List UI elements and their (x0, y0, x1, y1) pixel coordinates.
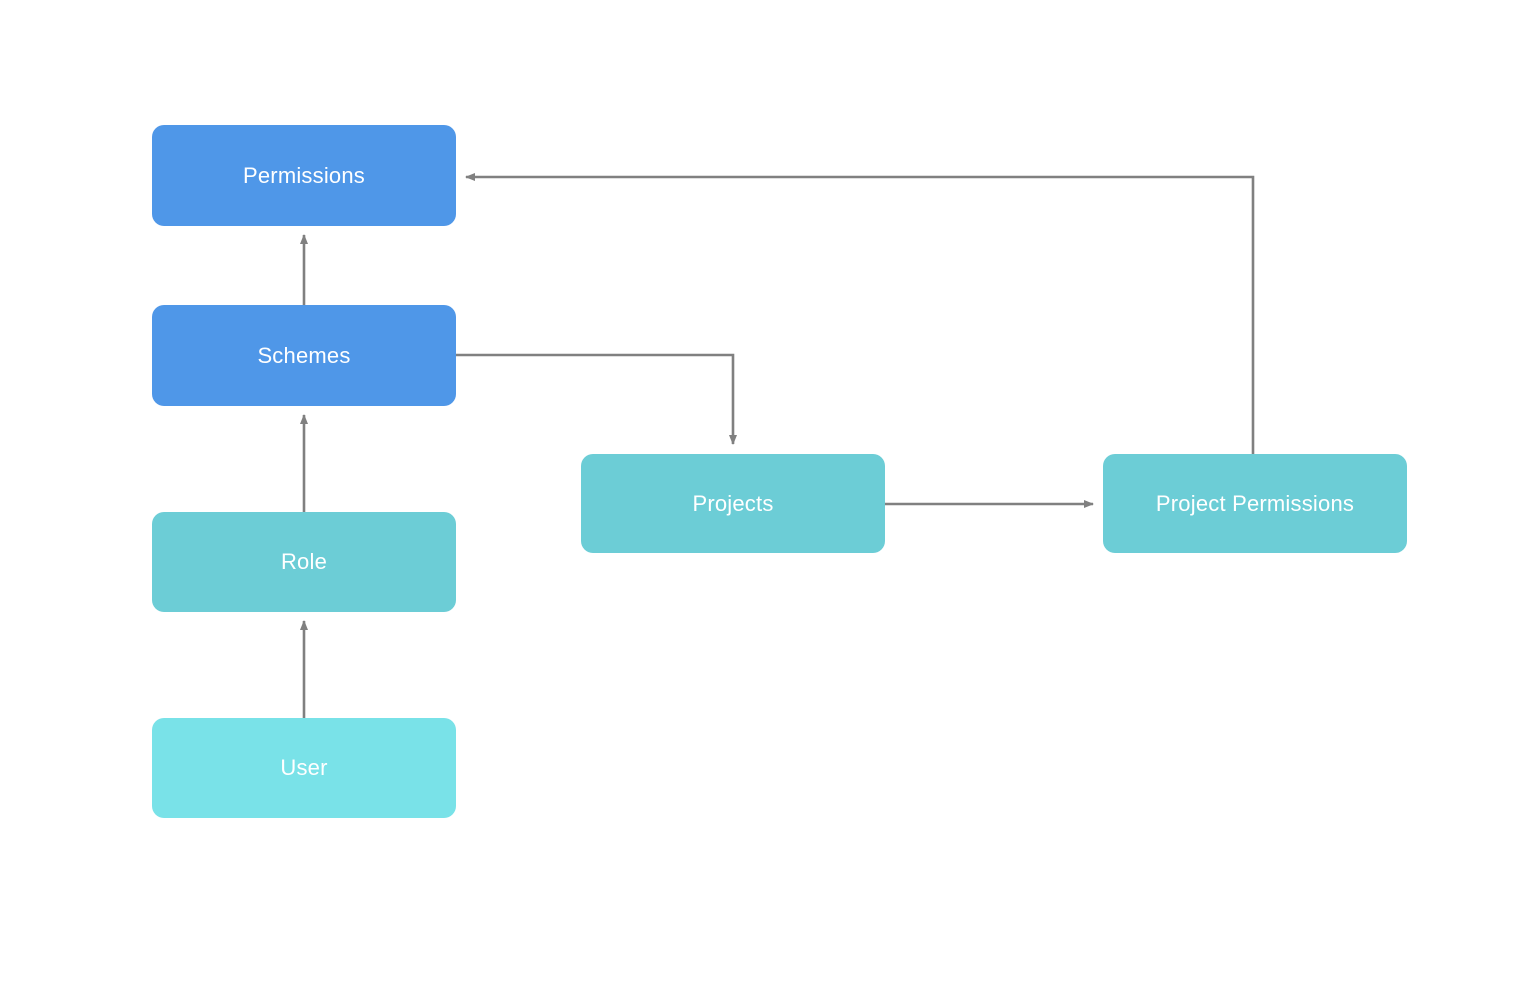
node-project-permissions-label: Project Permissions (1155, 490, 1355, 516)
node-project-permissions[interactable]: Project Permissions (1103, 454, 1407, 553)
node-user[interactable]: User (152, 718, 456, 818)
node-schemes-label: Schemes (257, 342, 351, 368)
node-schemes[interactable]: Schemes (152, 305, 456, 406)
node-role[interactable]: Role (152, 512, 456, 612)
edge-project-permissions-to-permissions (465, 173, 1255, 454)
node-projects[interactable]: Projects (581, 454, 885, 553)
edge-schemes-to-projects (456, 353, 737, 445)
node-user-label: User (280, 755, 328, 780)
node-role-label: Role (280, 549, 328, 574)
node-projects-label: Projects (692, 490, 774, 516)
node-permissions-label: Permissions (242, 162, 365, 188)
node-permissions[interactable]: Permissions (152, 125, 456, 226)
